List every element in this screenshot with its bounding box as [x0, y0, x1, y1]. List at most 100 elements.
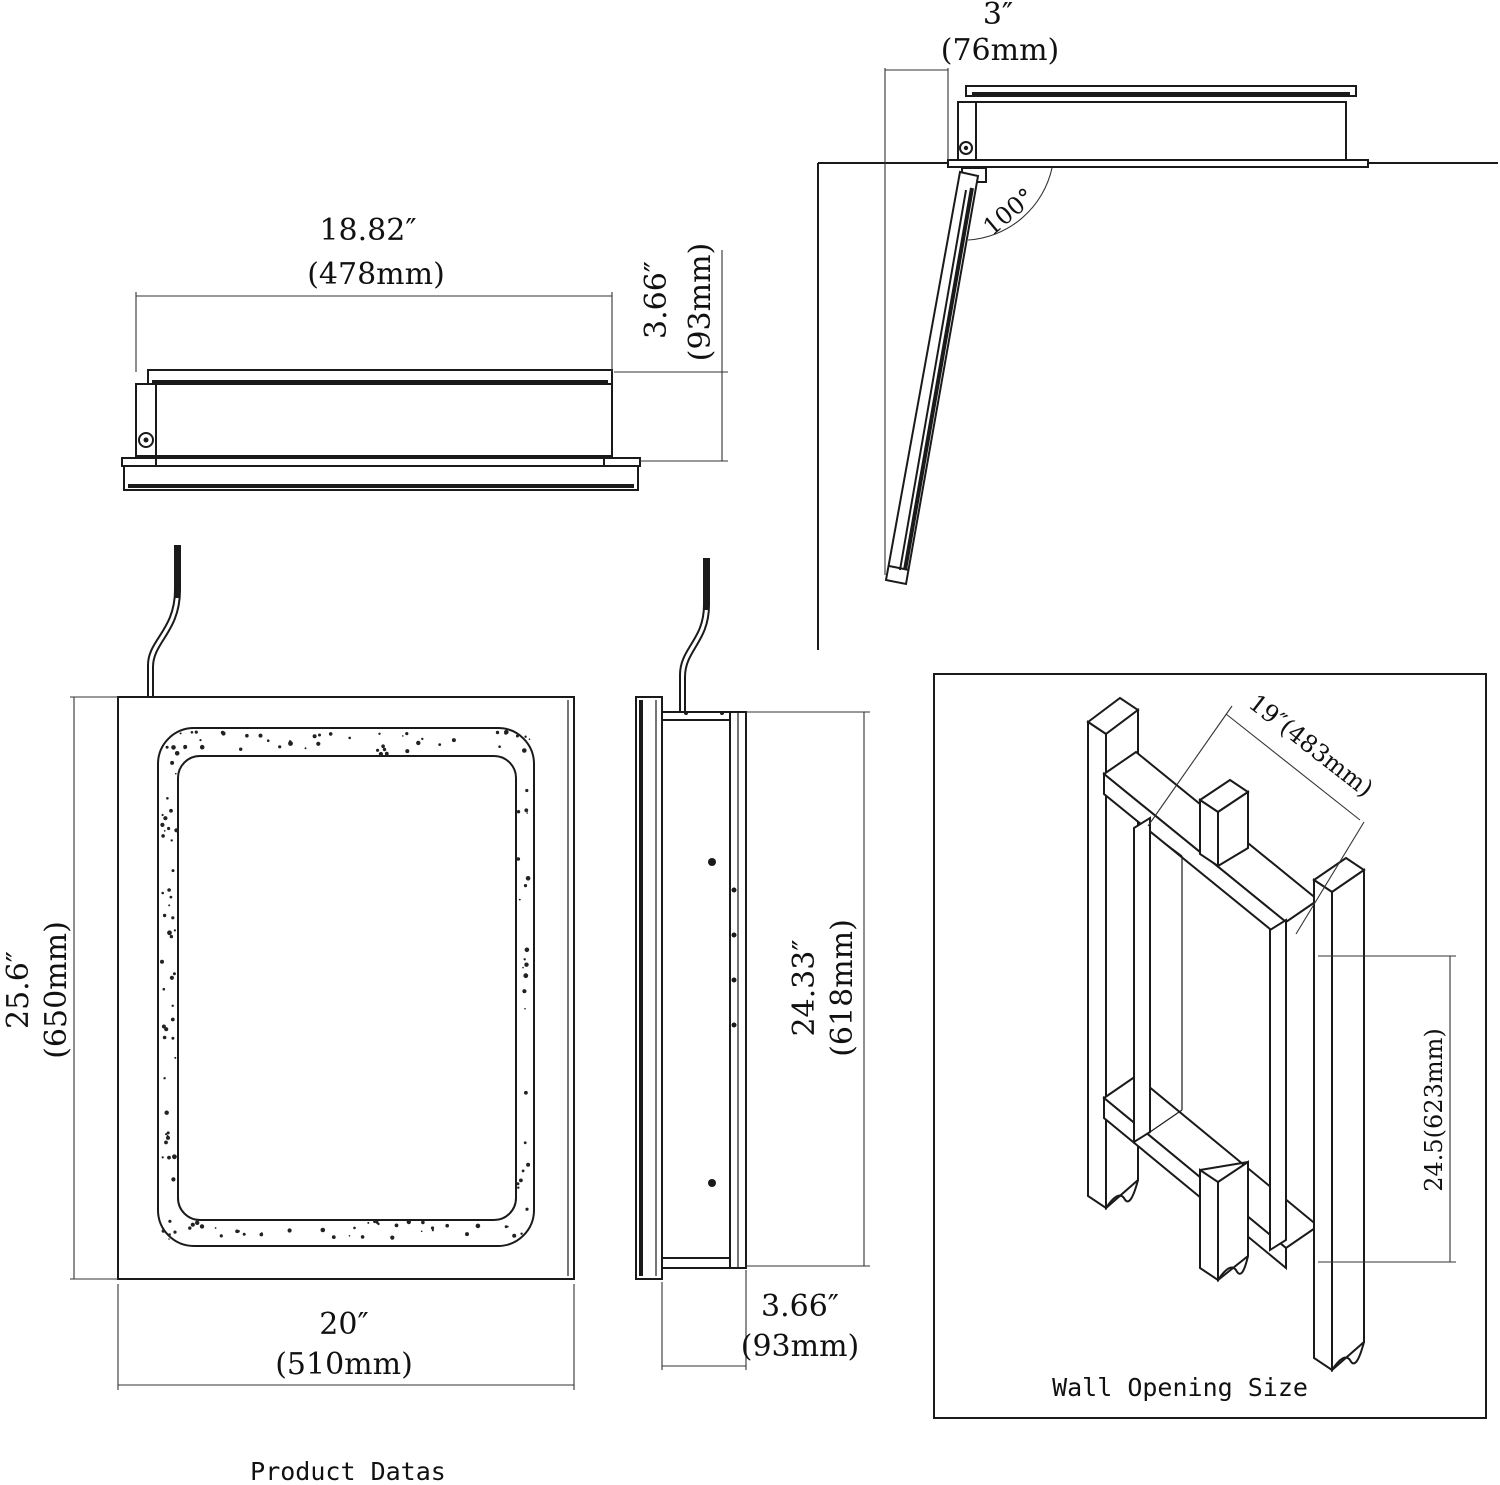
led-speckle: [161, 1024, 166, 1029]
led-speckle: [165, 1133, 168, 1136]
led-speckle: [162, 1035, 167, 1040]
led-speckle: [260, 1232, 263, 1235]
led-speckle: [475, 1223, 481, 1229]
led-speckle: [221, 731, 226, 736]
angle-arc: [967, 167, 1053, 241]
top-depth-mm: (93mm): [683, 243, 718, 361]
led-speckle: [188, 1226, 192, 1230]
led-speckle: [171, 1036, 175, 1040]
led-speckle: [235, 1229, 239, 1234]
side-depth-inch: 3.66″: [761, 1289, 839, 1324]
led-speckle: [183, 744, 188, 749]
led-speckle: [163, 1077, 166, 1080]
led-speckle: [169, 975, 174, 980]
led-speckle: [331, 1235, 336, 1239]
led-speckle: [190, 731, 194, 734]
led-speckle: [174, 828, 179, 833]
led-speckle: [164, 1110, 169, 1115]
led-speckle: [175, 772, 177, 775]
led-speckle: [520, 1232, 523, 1235]
led-speckle: [219, 1234, 223, 1238]
led-speckle: [373, 1219, 377, 1224]
side-height-inch: 24.33″: [787, 939, 822, 1036]
led-speckle: [287, 1228, 292, 1233]
led-speckle: [166, 1135, 170, 1140]
led-speckle: [524, 947, 530, 953]
led-speckle: [451, 738, 456, 743]
led-speckle: [171, 745, 176, 750]
front-width-mm: (510mm): [275, 1347, 413, 1382]
led-speckle: [421, 1220, 425, 1225]
led-speckle: [195, 1220, 200, 1226]
wall-opening-panel: 19″(483mm) 24.5(623mm) Wall Opening Size: [933, 673, 1487, 1419]
led-speckle: [168, 1233, 171, 1236]
front-height-mm: (650mm): [39, 921, 74, 1059]
led-speckle: [168, 1238, 170, 1240]
mirror-glass: [177, 755, 517, 1221]
led-speckle: [199, 739, 202, 742]
led-speckle: [169, 895, 173, 899]
led-speckle: [504, 729, 509, 735]
led-speckle: [525, 1207, 529, 1211]
led-speckle: [516, 810, 521, 814]
led-speckle: [278, 745, 282, 749]
led-speckle: [170, 1017, 175, 1022]
led-speckle: [171, 1177, 176, 1182]
led-speckle: [163, 816, 168, 821]
led-speckle: [360, 1235, 365, 1239]
led-speckle: [420, 1230, 423, 1233]
led-speckle: [382, 747, 387, 752]
led-speckle: [179, 732, 182, 735]
led-texture: [160, 729, 531, 1240]
led-speckle: [171, 916, 175, 920]
led-speckle: [524, 1090, 528, 1095]
led-speckle: [304, 747, 307, 750]
led-speckle: [375, 1220, 379, 1224]
led-speckle: [498, 745, 501, 748]
open-offset-inch: 3″: [983, 0, 1013, 32]
led-speckle: [171, 869, 175, 873]
side-view: 24.33″ (618mm) 3.66″ (93mm): [635, 558, 870, 1370]
led-speckle: [318, 733, 321, 737]
front-height-inch: 25.6″: [1, 951, 36, 1029]
led-speckle: [161, 1229, 166, 1233]
led-speckle: [174, 1056, 177, 1059]
led-speckle: [405, 732, 409, 736]
led-speckle: [173, 1230, 177, 1234]
led-speckle: [172, 1154, 177, 1160]
led-speckle: [169, 934, 174, 939]
led-speckle: [526, 812, 528, 814]
led-speckle: [161, 834, 165, 838]
led-speckle: [523, 1141, 527, 1145]
top-width-inch: 18.82″: [319, 213, 416, 248]
led-speckle: [438, 743, 442, 746]
led-speckle: [190, 1222, 195, 1227]
led-speckle: [405, 749, 410, 754]
open-angle: 100°: [978, 183, 1040, 242]
side-depth-mm: (93mm): [741, 1329, 859, 1364]
led-speckle: [199, 1224, 205, 1229]
led-speckle: [516, 857, 521, 861]
led-frame: [157, 727, 535, 1247]
led-speckle: [430, 1226, 435, 1230]
led-speckle: [170, 839, 173, 842]
led-speckle: [523, 884, 528, 888]
led-speckle: [512, 1233, 517, 1238]
led-speckle: [239, 747, 243, 751]
led-speckle: [170, 760, 175, 765]
top-depth-inch: 3.66″: [639, 261, 674, 339]
led-speckle: [167, 826, 171, 831]
led-speckle: [328, 732, 333, 736]
opening-height-label: 24.5(623mm): [1420, 1028, 1448, 1192]
led-speckle: [171, 1004, 174, 1007]
led-speckle: [348, 736, 352, 740]
led-speckle: [376, 748, 380, 752]
led-speckle: [524, 1007, 526, 1010]
open-door-view: 100° 3″ (76mm): [817, 0, 1498, 650]
led-speckle: [524, 735, 527, 738]
led-speckle: [522, 966, 524, 969]
led-speckle: [378, 751, 383, 757]
top-view: 18.82″ (478mm) 3.66″ (93mm): [121, 213, 728, 491]
led-speckle: [320, 1227, 326, 1233]
